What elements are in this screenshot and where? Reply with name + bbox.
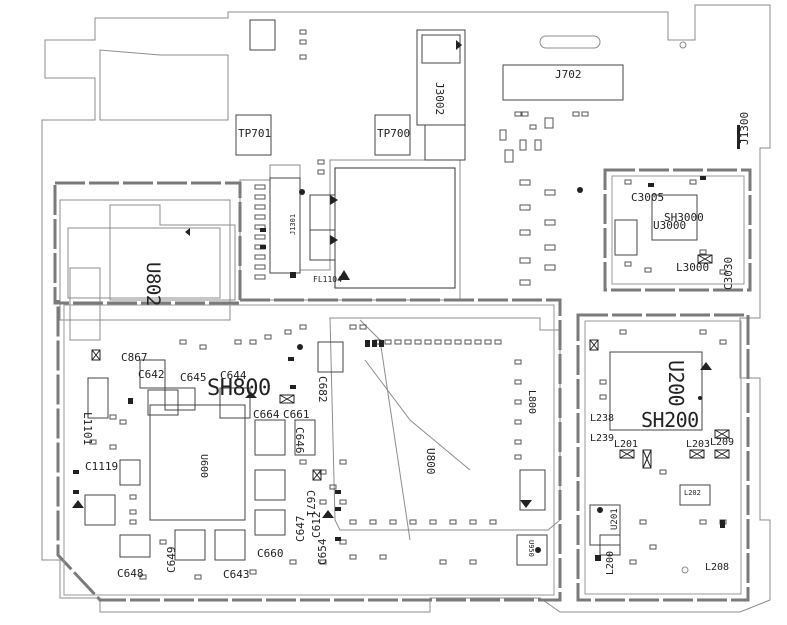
label-u200: U200	[664, 360, 688, 407]
label-u802: U802	[142, 262, 164, 306]
label-c3005: C3005	[631, 191, 665, 204]
u201-body	[589, 504, 621, 546]
label-c664: C664	[253, 408, 280, 421]
label-u201: U201	[610, 508, 620, 530]
label-sh3000: SH3000	[664, 211, 704, 224]
board-outline	[41, 4, 771, 613]
label-c649: C649	[165, 546, 178, 574]
label-c660: C660	[257, 547, 284, 560]
label-c643: C643	[223, 568, 250, 581]
label-c645: C645	[180, 371, 207, 384]
u600-body	[149, 404, 246, 521]
label-j3002: J3002	[433, 82, 446, 116]
label-j1300: J1300	[738, 111, 751, 145]
label-j702: J702	[555, 68, 582, 81]
label-c1119: C1119	[85, 460, 119, 473]
label-u800: U800	[424, 448, 437, 475]
label-l1101: L1101	[81, 412, 94, 446]
shield-u802	[53, 181, 242, 305]
label-l238: L238	[590, 413, 615, 424]
label-c661: C661	[283, 408, 310, 421]
label-sh800: SH800	[207, 376, 271, 401]
label-l203: L203	[686, 439, 711, 450]
board-notch	[99, 49, 229, 121]
label-sh200: SH200	[641, 408, 699, 432]
label-l200: L200	[605, 550, 616, 575]
label-c642: C642	[138, 368, 165, 381]
label-c646: C646	[293, 427, 306, 454]
label-c867: C867	[121, 351, 148, 364]
u200-body	[609, 351, 703, 431]
label-c654: C654	[316, 538, 329, 566]
label-c644: C644	[220, 369, 247, 382]
label-l208: L208	[705, 562, 730, 573]
label-c3030: C3030	[722, 256, 735, 290]
label-l239: L239	[590, 433, 615, 444]
label-j1301: J1301	[289, 213, 297, 235]
label-c612: C612	[310, 511, 323, 539]
label-u950: U950	[527, 540, 535, 557]
label-c648: C648	[117, 567, 144, 580]
shield-sh800	[56, 298, 562, 602]
j702-body	[502, 64, 624, 101]
label-fl1104: FL1104	[313, 275, 342, 284]
u3000-body	[651, 194, 698, 241]
label-u600: U600	[198, 454, 209, 479]
label-l201: L201	[614, 439, 639, 450]
label-tp700: TP700	[377, 127, 411, 140]
shield-sh3000	[603, 168, 752, 292]
shield-sh200	[576, 313, 750, 602]
label-l209: L209	[710, 437, 735, 448]
label-c647: C647	[294, 515, 307, 543]
label-l800: L800	[526, 390, 537, 415]
label-l202: L202	[684, 489, 701, 497]
label-tp701: TP701	[238, 127, 272, 140]
label-l3000: L3000	[676, 261, 710, 274]
label-u3000: U3000	[653, 219, 687, 232]
label-c682: C682	[316, 376, 329, 403]
